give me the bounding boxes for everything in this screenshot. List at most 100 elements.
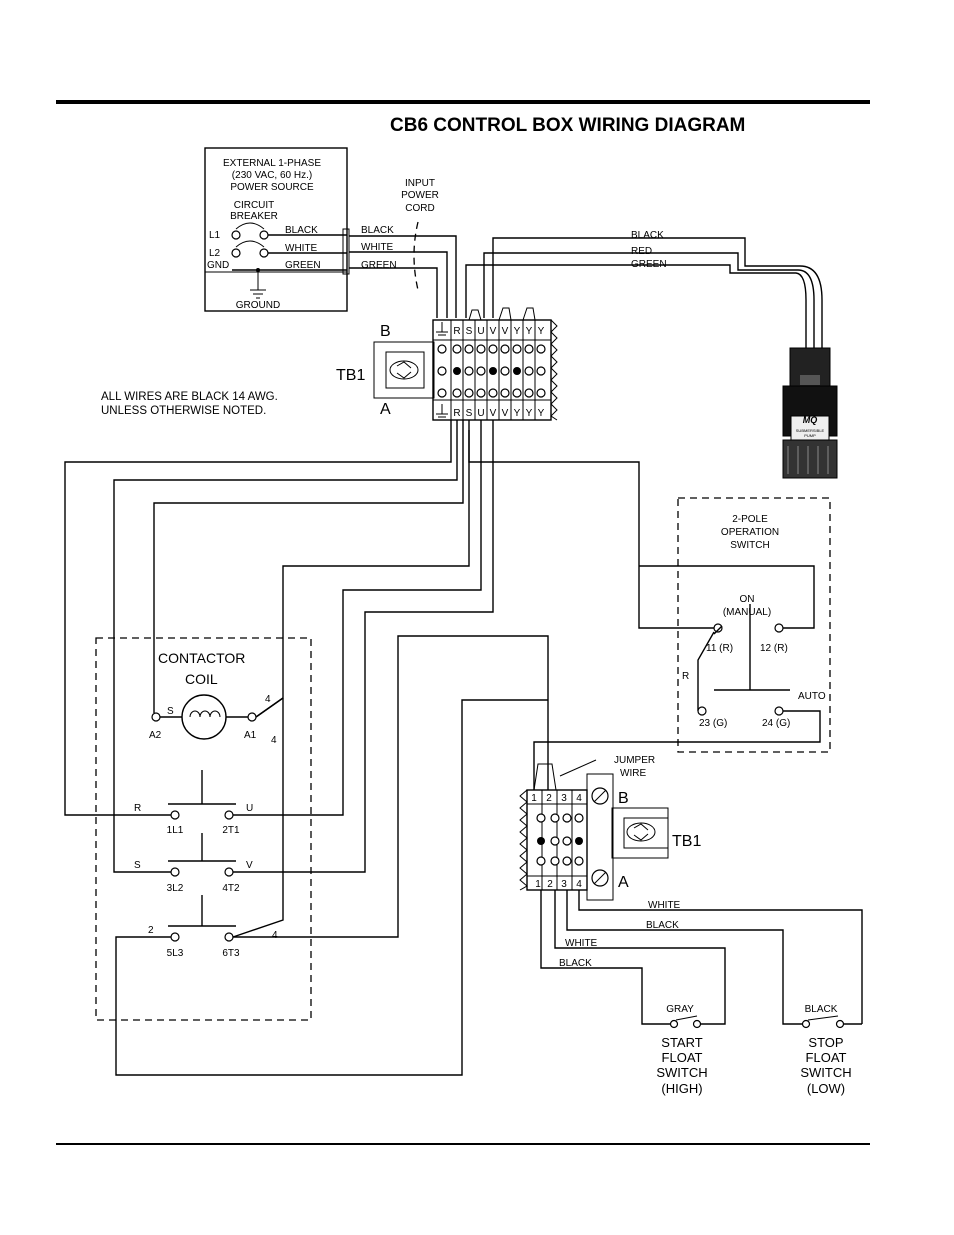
svg-text:GND: GND xyxy=(207,260,229,271)
svg-text:U: U xyxy=(477,408,484,419)
svg-text:Y: Y xyxy=(538,326,545,337)
svg-text:S: S xyxy=(466,408,473,419)
svg-text:GREEN: GREEN xyxy=(285,260,321,271)
svg-text:R: R xyxy=(682,671,689,682)
start-float-switch: GRAY START FLOAT SWITCH (HIGH) xyxy=(656,1004,707,1096)
svg-text:WHITE: WHITE xyxy=(565,938,598,949)
svg-text:SWITCH: SWITCH xyxy=(730,540,769,551)
svg-text:A2: A2 xyxy=(149,730,162,741)
svg-text:EXTERNAL 1-PHASE: EXTERNAL 1-PHASE xyxy=(223,158,321,169)
operation-switch-box xyxy=(677,497,831,753)
svg-text:START: START xyxy=(661,1035,702,1050)
svg-text:MQ: MQ xyxy=(803,415,818,425)
svg-text:BLACK: BLACK xyxy=(805,1004,838,1015)
wire-note-1: ALL WIRES ARE BLACK 14 AWG. xyxy=(101,391,278,403)
svg-text:FLOAT: FLOAT xyxy=(662,1050,703,1065)
svg-text:CORD: CORD xyxy=(405,203,434,214)
svg-text:(HIGH): (HIGH) xyxy=(661,1081,702,1096)
tb1-top-columns xyxy=(450,320,536,420)
contactor: CONTACTOR COIL S A2 A1 4 4 R U S V 2 4 1… xyxy=(134,650,278,959)
svg-text:POWER: POWER xyxy=(401,190,439,201)
svg-text:RED: RED xyxy=(631,246,652,257)
svg-text:5L3: 5L3 xyxy=(167,948,184,959)
svg-text:BLACK: BLACK xyxy=(285,225,318,236)
wire-note-2: UNLESS OTHERWISE NOTED. xyxy=(101,405,266,417)
svg-text:V: V xyxy=(246,860,253,871)
svg-text:V: V xyxy=(502,326,509,337)
field-wiring xyxy=(64,420,714,1076)
svg-text:2: 2 xyxy=(547,879,553,890)
svg-text:GRAY: GRAY xyxy=(666,1004,694,1015)
svg-text:GREEN: GREEN xyxy=(631,259,667,270)
svg-text:4: 4 xyxy=(576,793,582,804)
svg-text:Y: Y xyxy=(526,326,533,337)
svg-text:6T3: 6T3 xyxy=(222,948,240,959)
svg-text:ON: ON xyxy=(740,594,755,605)
pump-cable: BLACK RED GREEN xyxy=(465,230,823,355)
svg-text:Y: Y xyxy=(514,408,521,419)
svg-text:FLOAT: FLOAT xyxy=(806,1050,847,1065)
svg-text:3: 3 xyxy=(561,879,567,890)
svg-text:Y: Y xyxy=(526,408,533,419)
svg-text:4: 4 xyxy=(265,694,271,705)
svg-text:R: R xyxy=(453,408,460,419)
svg-text:GREEN: GREEN xyxy=(361,260,397,271)
svg-text:Y: Y xyxy=(514,326,521,337)
svg-text:BLACK: BLACK xyxy=(631,230,664,241)
svg-text:WIRE: WIRE xyxy=(620,768,646,779)
svg-text:GROUND: GROUND xyxy=(236,300,280,311)
tb1-bottom: 1 2 3 4 1 2 3 4 JUMPER WIRE B A TB1 xyxy=(519,755,701,901)
stop-float-switch: BLACK STOP FLOAT SWITCH (LOW) xyxy=(800,1004,862,1096)
contactor-box xyxy=(95,637,312,1021)
operation-switch: 2-POLE OPERATION SWITCH ON (MANUAL) 11 (… xyxy=(533,514,826,790)
svg-text:TB1: TB1 xyxy=(672,833,701,850)
float-wiring: WHITE BLACK WHITE BLACK xyxy=(540,890,863,1025)
svg-text:L2: L2 xyxy=(209,248,221,259)
svg-text:A: A xyxy=(380,401,391,418)
svg-text:CIRCUIT: CIRCUIT xyxy=(234,200,275,211)
svg-text:2T1: 2T1 xyxy=(222,825,240,836)
svg-text:SWITCH: SWITCH xyxy=(800,1065,851,1080)
svg-text:OPERATION: OPERATION xyxy=(721,527,779,538)
svg-text:A: A xyxy=(618,874,629,891)
svg-text:V: V xyxy=(502,408,509,419)
svg-text:4: 4 xyxy=(576,879,582,890)
svg-text:AUTO: AUTO xyxy=(798,691,826,702)
tb1-top: B A TB1 R S U V Y xyxy=(336,307,558,421)
svg-text:4: 4 xyxy=(271,735,277,746)
svg-text:JUMPER: JUMPER xyxy=(614,755,655,766)
svg-text:BREAKER: BREAKER xyxy=(230,211,278,222)
svg-text:2: 2 xyxy=(546,793,552,804)
input-power-cord: INPUT POWER CORD BLACK WHITE GREEN xyxy=(342,178,457,318)
svg-text:3L2: 3L2 xyxy=(167,883,184,894)
svg-text:S: S xyxy=(167,706,174,717)
svg-text:Y: Y xyxy=(538,408,545,419)
svg-text:(230 VAC, 60 Hz.): (230 VAC, 60 Hz.) xyxy=(232,170,312,181)
svg-text:1L1: 1L1 xyxy=(167,825,184,836)
svg-text:WHITE: WHITE xyxy=(361,242,394,253)
svg-text:24 (G): 24 (G) xyxy=(762,718,790,729)
svg-text:SWITCH: SWITCH xyxy=(656,1065,707,1080)
svg-text:INPUT: INPUT xyxy=(405,178,435,189)
svg-text:BLACK: BLACK xyxy=(559,958,592,969)
svg-text:4T2: 4T2 xyxy=(222,883,240,894)
svg-text:V: V xyxy=(490,408,497,419)
svg-text:3: 3 xyxy=(561,793,567,804)
svg-text:U: U xyxy=(477,326,484,337)
svg-text:(MANUAL): (MANUAL) xyxy=(723,607,771,618)
svg-text:2-POLE: 2-POLE xyxy=(732,514,768,525)
svg-text:S: S xyxy=(466,326,473,337)
svg-text:CONTACTOR: CONTACTOR xyxy=(158,650,245,666)
svg-text:11 (R): 11 (R) xyxy=(706,643,733,654)
svg-text:12 (R): 12 (R) xyxy=(760,643,788,654)
svg-text:WHITE: WHITE xyxy=(285,243,318,254)
svg-text:V: V xyxy=(490,326,497,337)
svg-text:23 (G): 23 (G) xyxy=(699,718,727,729)
svg-text:COIL: COIL xyxy=(185,671,218,687)
svg-text:R: R xyxy=(453,326,460,337)
svg-text:S: S xyxy=(134,860,141,871)
svg-text:U: U xyxy=(246,803,253,814)
svg-text:WHITE: WHITE xyxy=(648,900,681,911)
svg-text:1: 1 xyxy=(531,793,537,804)
